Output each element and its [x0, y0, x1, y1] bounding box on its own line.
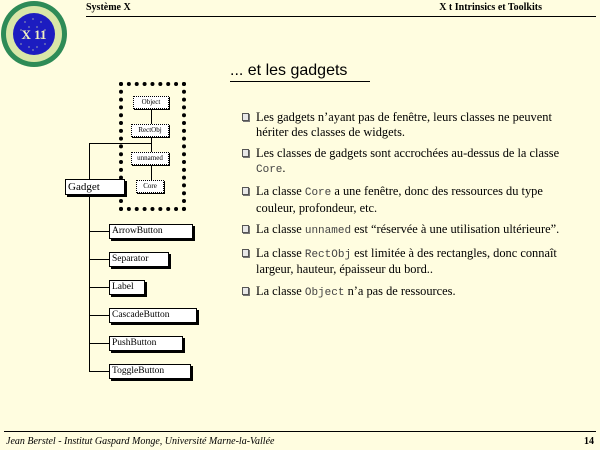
- footer-rule: [4, 431, 596, 432]
- class-box-label: Label: [109, 280, 145, 295]
- code-term: RectObj: [304, 248, 352, 261]
- children-trunk: [89, 194, 90, 372]
- bullet-item: Les classes de gadgets sont accrochées a…: [242, 146, 568, 177]
- bullet-text: a une fenêtre, donc des ressources du ty…: [256, 184, 543, 215]
- header-right: X t Intrinsics et Toolkits: [439, 2, 542, 13]
- header-rule: [86, 16, 596, 17]
- page-number: 14: [584, 436, 594, 447]
- bullet-item: La classe Core a une fenêtre, donc des r…: [242, 184, 568, 215]
- header-left: Système X: [86, 2, 131, 13]
- class-box-arrowbutton: ArrowButton: [109, 224, 193, 239]
- x11-logo-icon: X 11: [1, 1, 67, 67]
- bullet-marker-icon: [242, 286, 249, 295]
- class-box-gadget: Gadget: [65, 179, 125, 195]
- child-link: [89, 343, 109, 344]
- gadget-superclass-group: [119, 82, 186, 211]
- child-link: [89, 259, 109, 260]
- code-term: Core: [304, 187, 332, 199]
- bullet-text: .: [282, 160, 286, 175]
- bullet-text: La classe: [256, 245, 305, 260]
- class-box-rectobj: RectObj: [131, 124, 169, 137]
- bullet-text: La classe: [256, 222, 305, 236]
- bullet-list: Les gadgets n’ayant pas de fenêtre, leur…: [242, 110, 568, 307]
- child-link: [89, 315, 109, 316]
- child-link: [89, 371, 109, 372]
- code-term: Core: [256, 163, 283, 176]
- bullet-item: La classe RectObj est limitée à des rect…: [242, 246, 568, 277]
- child-link: [89, 287, 109, 288]
- bullet-text: La classe: [256, 184, 305, 198]
- title-underline: [230, 81, 370, 82]
- footer-credit: Jean Berstel - Institut Gaspard Monge, U…: [6, 436, 275, 447]
- bullet-text: est “réservée à une utilisation ultérieu…: [351, 222, 560, 236]
- bullet-text: Les gadgets n’ayant pas de fenêtre, leur…: [256, 110, 552, 139]
- bullet-marker-icon: [242, 248, 249, 257]
- bullet-text: La classe: [256, 283, 305, 298]
- logo-text: X 11: [22, 27, 47, 42]
- code-term: Object: [304, 286, 345, 299]
- bullet-marker-icon: [242, 113, 249, 121]
- class-box-core: Core: [136, 180, 164, 193]
- bullet-item: La classe Object n’a pas de ressources.: [242, 284, 568, 301]
- class-box-pushbutton: PushButton: [109, 336, 183, 351]
- bullet-marker-icon: [242, 149, 249, 157]
- class-box-cascadebutton: CascadeButton: [109, 308, 197, 323]
- stack-connector: [151, 104, 152, 184]
- child-link: [89, 231, 109, 232]
- bullet-text: n’a pas de ressources.: [344, 283, 456, 298]
- bullet-marker-icon: [242, 187, 249, 195]
- code-term: unnamed: [304, 225, 352, 237]
- class-box-separator: Separator: [109, 252, 169, 267]
- gadget-link-vertical: [89, 143, 90, 179]
- slide-title: ... et les gadgets: [230, 62, 348, 79]
- bullet-text: est limitée à des rectangles, donc conna…: [256, 245, 557, 277]
- class-box-unnamed: unnamed: [131, 152, 169, 165]
- class-box-togglebutton: ToggleButton: [109, 364, 191, 379]
- class-box-object: Object: [133, 96, 169, 109]
- bullet-item: La classe unnamed est “réservée à une ut…: [242, 222, 568, 239]
- bullet-marker-icon: [242, 225, 249, 233]
- bullet-item: Les gadgets n’ayant pas de fenêtre, leur…: [242, 110, 568, 139]
- gadget-link-horizontal: [89, 143, 151, 144]
- bullet-text: Les classes de gadgets sont accrochées a…: [256, 146, 560, 160]
